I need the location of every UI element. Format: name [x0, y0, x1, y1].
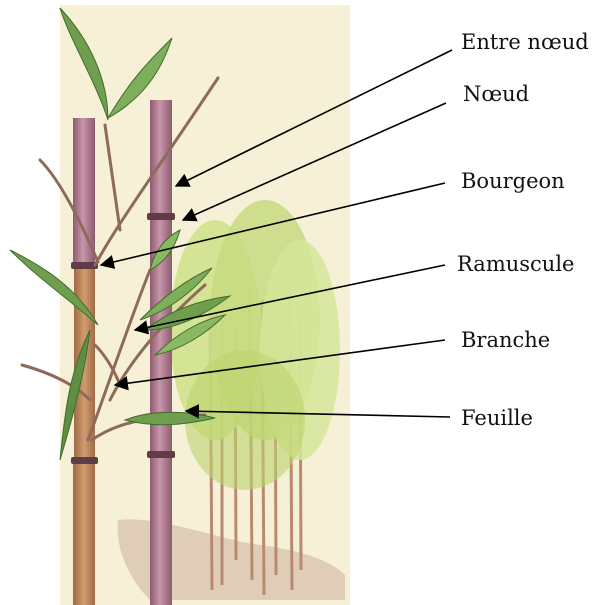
- label-bourgeon: Bourgeon: [461, 169, 565, 193]
- label-feuille: Feuille: [461, 406, 533, 430]
- label-branche: Branche: [461, 328, 550, 352]
- label-ramuscule: Ramuscule: [457, 252, 574, 276]
- label-entre-noeud: Entre nœud: [461, 30, 589, 54]
- label-noeud: Nœud: [463, 82, 529, 106]
